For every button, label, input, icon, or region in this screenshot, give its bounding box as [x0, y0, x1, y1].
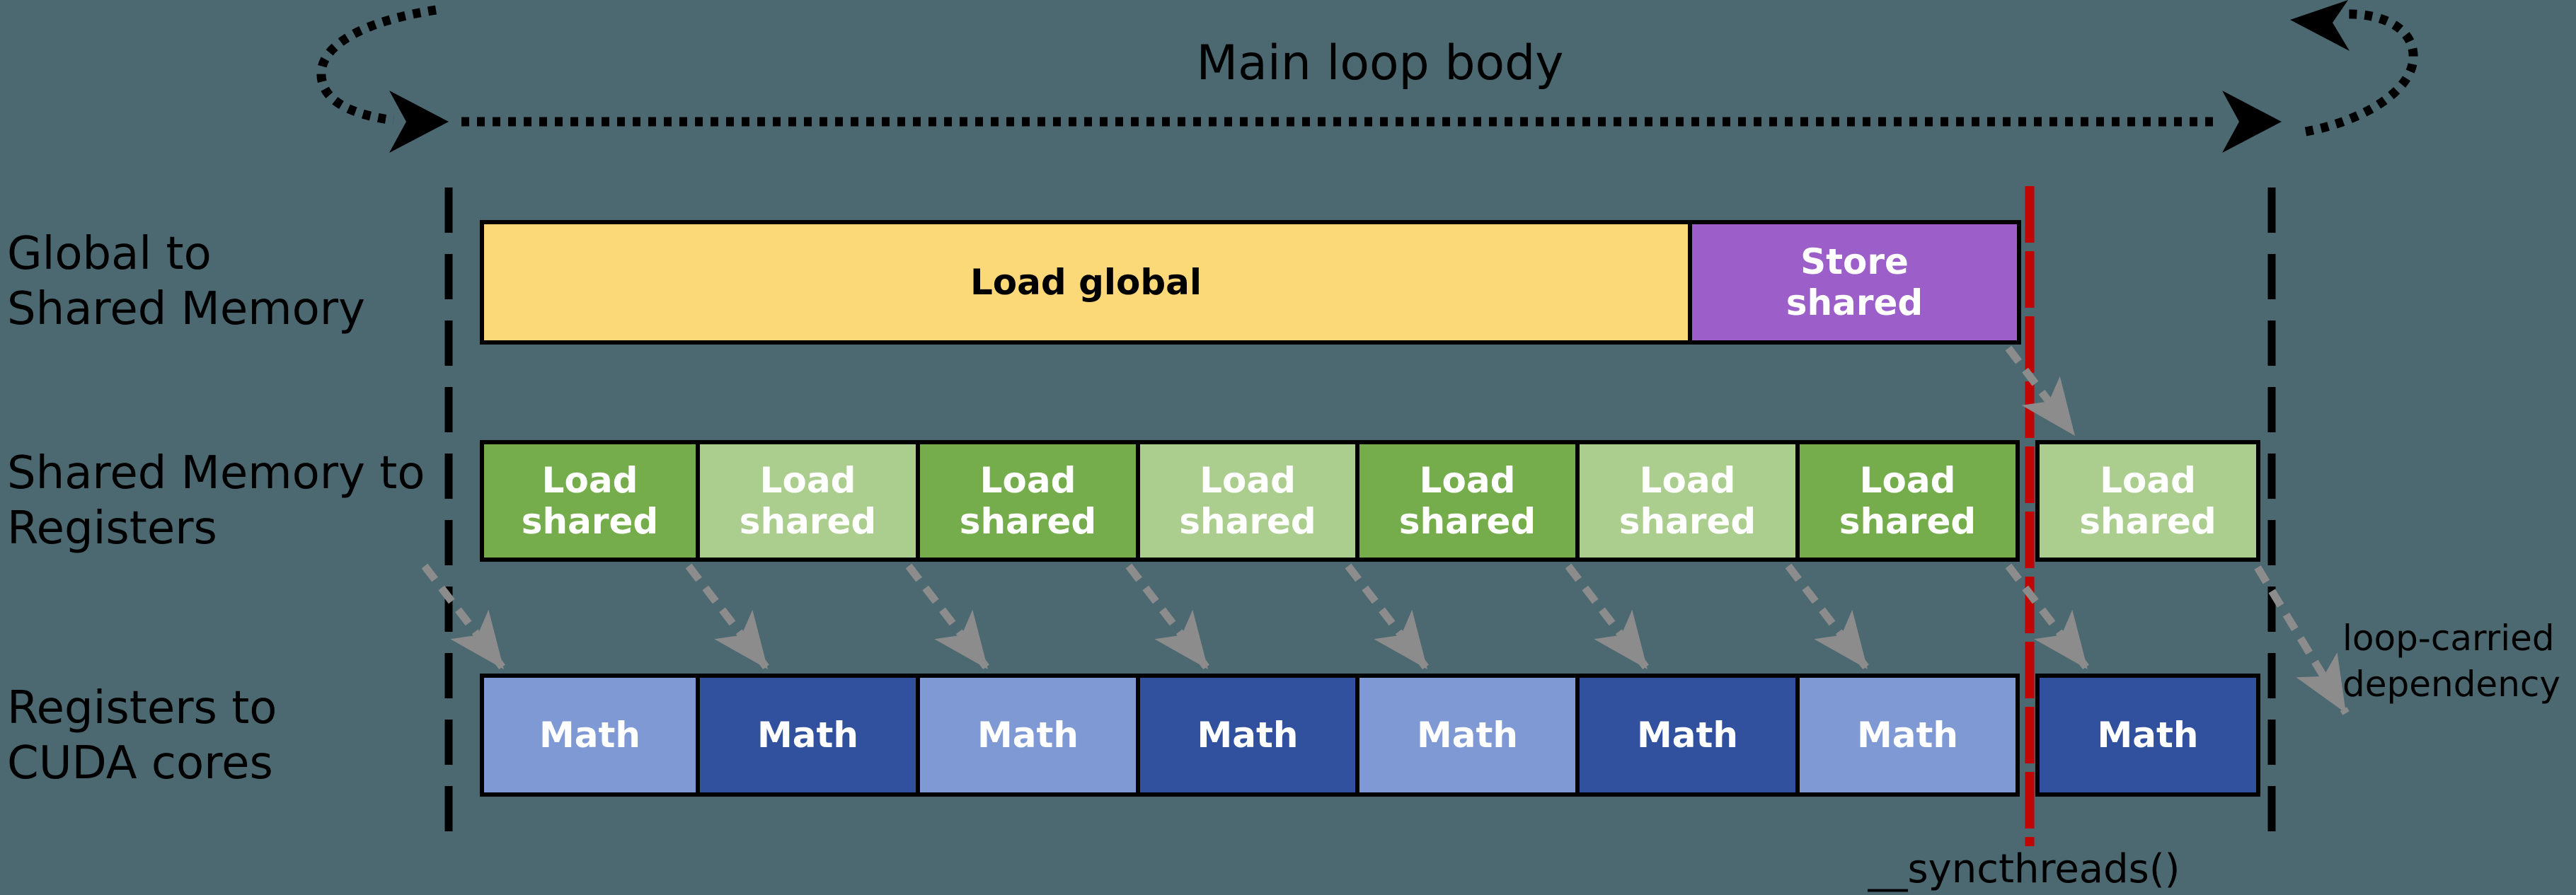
- block-label: Load global: [970, 262, 1202, 303]
- math-block: Math: [2035, 674, 2260, 797]
- dependency-arrow: [685, 563, 771, 672]
- block-label-line: Load: [1200, 460, 1296, 501]
- loop-right-curl-line: [2304, 9, 2418, 137]
- block-label-line: Load: [1419, 460, 1516, 501]
- load-shared-block: Load shared: [1580, 440, 1800, 562]
- row-label-line: Shared Memory: [7, 283, 365, 336]
- row-label-registers-to-cores: Registers to CUDA cores: [7, 681, 277, 791]
- load-shared-block: Load shared: [480, 440, 700, 562]
- math-block: Math: [920, 674, 1140, 797]
- block-label: Math: [757, 715, 858, 756]
- math-block: Math: [700, 674, 920, 797]
- math-block: Math: [1140, 674, 1359, 797]
- block-label-line: Load: [541, 460, 638, 501]
- load-shared-block: Load shared: [1800, 440, 2020, 562]
- block-label: Math: [977, 715, 1079, 756]
- store-shared-block: Store shared: [1692, 220, 2021, 345]
- dependency-arrow: [421, 563, 507, 672]
- block-label-line: shared: [1618, 501, 1756, 542]
- dependency-arrow: [2005, 563, 2091, 672]
- main-loop-title: Main loop body: [1196, 35, 1564, 91]
- load-shared-block: Load shared: [1359, 440, 1580, 562]
- row-label-shared-to-registers: Shared Memory to Registers: [7, 446, 425, 556]
- loop-carried-dependency-label: loop-carried dependency: [2342, 616, 2560, 708]
- row-label-line: CUDA cores: [7, 737, 273, 790]
- load-shared-block: Load shared: [2035, 440, 2260, 562]
- block-label-line: shared: [1839, 501, 1977, 542]
- math-block: Math: [480, 674, 700, 797]
- loop-return-arrowhead-icon: [2290, 0, 2350, 51]
- dependency-arrow: [1345, 563, 1431, 672]
- loop-right-arrowhead-icon: [2222, 91, 2282, 153]
- block-label: Math: [539, 715, 640, 756]
- block-label-line: shared: [959, 501, 1097, 542]
- row-label-line: Global to: [7, 228, 212, 280]
- loop-left-curl-line: [316, 5, 437, 125]
- load-shared-block: Load shared: [920, 440, 1140, 562]
- dependency-arrow: [1125, 563, 1212, 672]
- block-label: Math: [1857, 715, 1958, 756]
- row-label-line: Shared Memory to: [7, 447, 425, 500]
- block-label: Math: [1637, 715, 1738, 756]
- block-label-line: shared: [1179, 501, 1316, 542]
- block-label-line: Load: [1859, 460, 1956, 501]
- block-label-line: Load: [1639, 460, 1736, 501]
- loop-carried-dependency-line: dependency: [2342, 664, 2560, 705]
- block-label-line: Load: [2100, 460, 2196, 501]
- row-label-global-to-shared: Global to Shared Memory: [7, 226, 365, 337]
- loop-carried-dependency-arrow: [2254, 565, 2350, 715]
- row-label-line: Registers to: [7, 682, 277, 734]
- store-to-load-dependency-arrow: [2005, 345, 2078, 439]
- load-global-block: Load global: [480, 220, 1692, 345]
- block-label-line: Store: [1800, 241, 1909, 282]
- block-label-line: shared: [739, 501, 877, 542]
- block-label-line: shared: [2079, 501, 2216, 542]
- load-shared-block: Load shared: [700, 440, 920, 562]
- syncthreads-label: __syncthreads(): [1868, 846, 2180, 892]
- loop-carried-dependency-line: loop-carried: [2342, 618, 2555, 659]
- block-label-line: Load: [979, 460, 1076, 501]
- block-label-line: Load: [759, 460, 856, 501]
- loop-left-arrowhead-icon: [389, 91, 449, 153]
- math-block: Math: [1359, 674, 1580, 797]
- block-label-line: shared: [521, 501, 659, 542]
- dependency-arrow: [1785, 563, 1871, 672]
- math-block: Math: [1580, 674, 1800, 797]
- dependency-arrow: [1565, 563, 1651, 672]
- math-block: Math: [1800, 674, 2020, 797]
- block-label: Math: [1197, 715, 1299, 756]
- block-label: Math: [1417, 715, 1518, 756]
- block-label-line: shared: [1398, 501, 1536, 542]
- block-label: Math: [2097, 715, 2199, 756]
- load-shared-block: Load shared: [1140, 440, 1359, 562]
- block-label-line: shared: [1786, 282, 1924, 323]
- row-label-line: Registers: [7, 502, 217, 555]
- dependency-arrow: [905, 563, 991, 672]
